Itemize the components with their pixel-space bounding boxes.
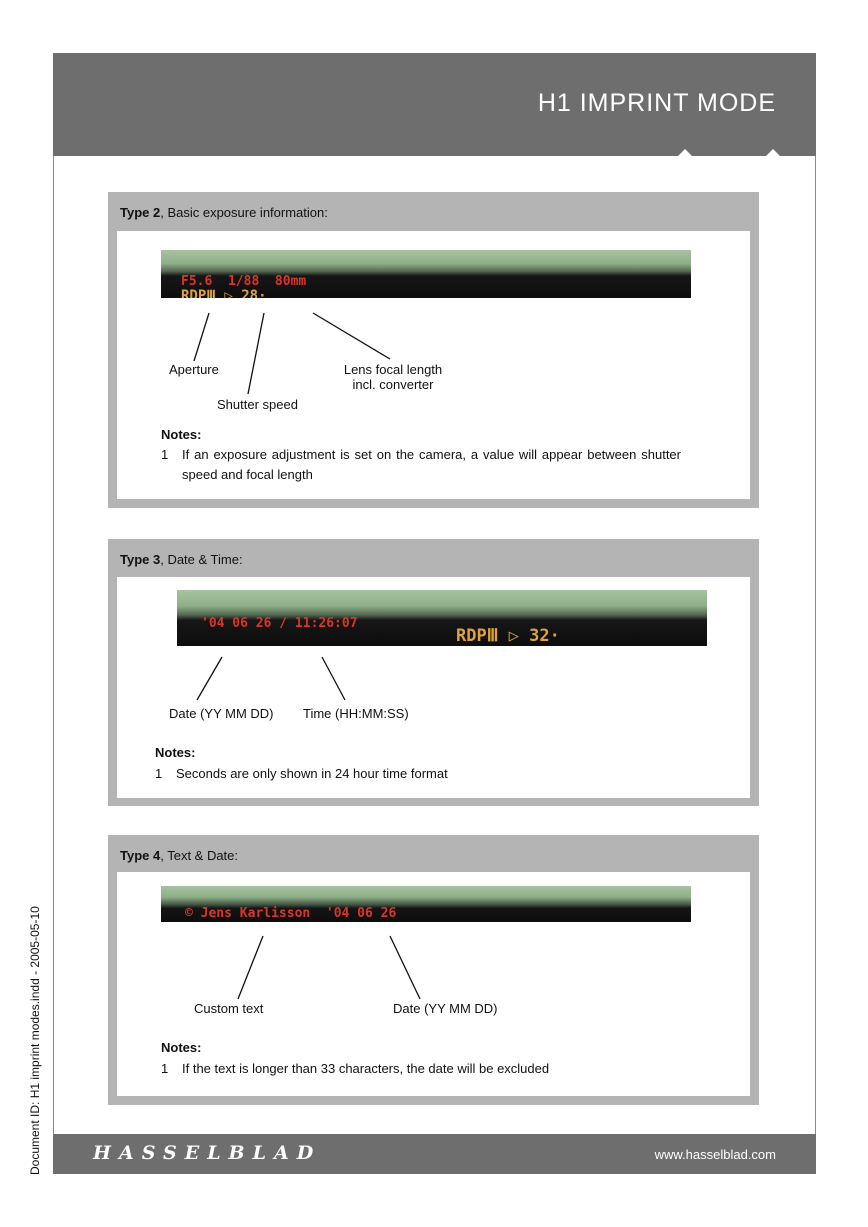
type2-heading: Type 2, Basic exposure information: [120, 205, 328, 220]
type2-note-number: 1 [161, 447, 169, 462]
website-link[interactable]: www.hasselblad.com [654, 1147, 776, 1162]
hasselblad-logo: HASSELBLAD [93, 1142, 322, 1164]
type2-imprint-strip: F5.6 1/88 80mm RDPⅢ ▷ 28· [161, 250, 691, 298]
type3-note-text: Seconds are only shown in 24 hour time f… [176, 766, 448, 781]
date-leader-type4 [389, 935, 421, 1000]
type3-strip-date-time: '04 06 26 / 11:26:07 [201, 616, 358, 631]
type3-heading-rest: , Date & Time: [160, 552, 243, 567]
type4-heading: Type 4, Text & Date: [120, 848, 238, 863]
type4-inner: © Jens Karlisson '04 06 26 Custom text D… [117, 872, 750, 1096]
custom-text-label: Custom text [194, 1001, 264, 1016]
time-leader [321, 656, 346, 701]
focal-length-label: Lens focal length incl. converter [333, 362, 453, 392]
header-notch-left [678, 149, 692, 156]
type2-notes-title: Notes: [161, 427, 202, 442]
type4-leader-lines [237, 935, 421, 1000]
type4-note-text: If the text is longer than 33 characters… [182, 1061, 550, 1076]
type3-strip-film: RDPⅢ ▷ 32· [456, 626, 560, 646]
type2-strip-line1: F5.6 1/88 80mm [181, 274, 307, 289]
type2-heading-rest: , Basic exposure information: [160, 205, 328, 220]
type3-imprint-strip: '04 06 26 / 11:26:07 RDPⅢ ▷ 32· [177, 590, 707, 646]
type4-heading-bold: Type 4 [120, 848, 161, 863]
document-id: Document ID: H1 imprint modes.indd - 200… [28, 906, 42, 1175]
type2-inner: F5.6 1/88 80mm RDPⅢ ▷ 28· Aperture Shutt… [117, 231, 750, 499]
type3-section: Type 3, Date & Time: '04 06 26 / 11:26:0… [108, 539, 759, 806]
focal-length-label-line2: incl. converter [352, 377, 434, 392]
header-band: H1 IMPRINT MODE [53, 53, 816, 156]
type3-leader-lines [196, 656, 346, 701]
type2-note-text: If an exposure adjustment is set on the … [182, 447, 681, 482]
shutter-leader [247, 312, 265, 395]
date-leader [196, 656, 223, 701]
type2-heading-bold: Type 2 [120, 205, 161, 220]
focal-length-label-line1: Lens focal length [343, 362, 443, 377]
type3-heading-bold: Type 3 [120, 552, 161, 567]
aperture-label: Aperture [169, 362, 219, 377]
page-title: H1 IMPRINT MODE [537, 89, 776, 117]
focal-leader [312, 312, 391, 360]
type4-strip-text: © Jens Karlisson '04 06 26 [185, 906, 397, 921]
date-label-type4: Date (YY MM DD) [393, 1001, 498, 1016]
type4-imprint-strip: © Jens Karlisson '04 06 26 [161, 886, 691, 922]
type2-leader-lines [193, 312, 391, 395]
shutter-speed-label: Shutter speed [217, 397, 298, 412]
type3-inner: '04 06 26 / 11:26:07 RDPⅢ ▷ 32· Date (YY… [117, 577, 750, 798]
header-notch-right [766, 149, 780, 156]
type4-notes-title: Notes: [161, 1040, 202, 1055]
date-label: Date (YY MM DD) [169, 706, 274, 721]
type3-note-number: 1 [155, 766, 163, 781]
type2-strip-line2: RDPⅢ ▷ 28· [181, 288, 267, 298]
type4-heading-rest: , Text & Date: [160, 848, 239, 863]
type4-note-number: 1 [161, 1061, 169, 1076]
footer-band: HASSELBLAD www.hasselblad.com [53, 1134, 816, 1174]
time-label: Time (HH:MM:SS) [303, 706, 409, 721]
type2-section: Type 2, Basic exposure information: F5.6… [108, 192, 759, 508]
custom-text-leader [237, 935, 264, 1000]
type3-heading: Type 3, Date & Time: [120, 552, 243, 567]
aperture-leader [193, 312, 210, 362]
type3-notes-title: Notes: [155, 745, 196, 760]
type4-section: Type 4, Text & Date: © Jens Karlisson '0… [108, 835, 759, 1105]
